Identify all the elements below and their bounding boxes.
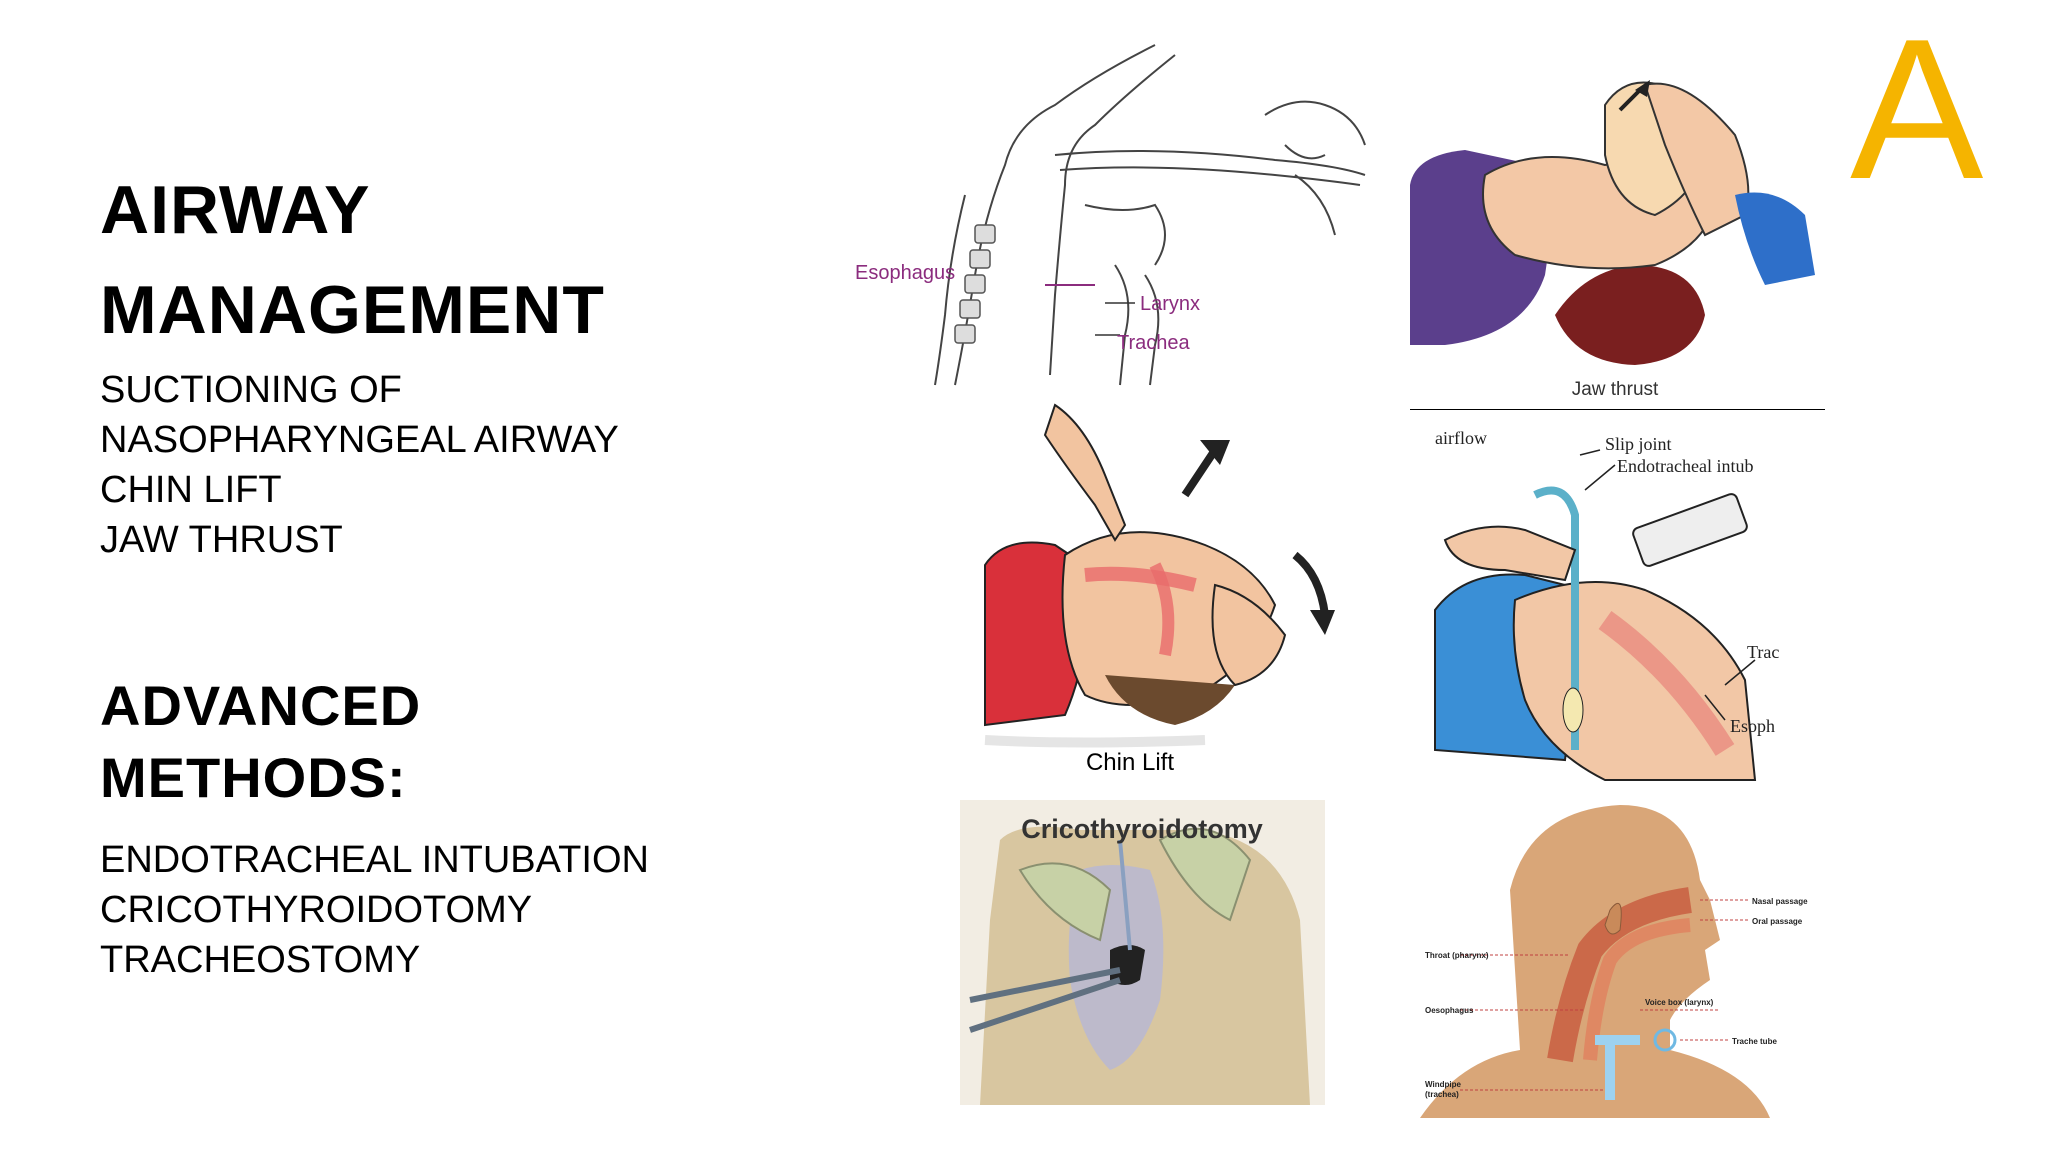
list-item: CRICOTHYROIDOTOMY	[100, 889, 533, 931]
list-item: CHIN LIFT	[100, 469, 282, 511]
label-oral: Oral passage	[1752, 917, 1803, 926]
tracheostomy-drawing: Nasal passage Oral passage Throat (phary…	[1420, 805, 1808, 1118]
list-item: TRACHEOSTOMY	[100, 939, 421, 981]
title-cricothyroidotomy: Cricothyroidotomy	[1021, 814, 1263, 844]
image-chin-lift: Chin Lift	[975, 395, 1335, 785]
heading-airway: AIRWAY	[100, 172, 371, 248]
label-trachea: Trac	[1747, 642, 1779, 662]
heading-advanced: ADVANCED	[100, 674, 422, 737]
list-item: SUCTIONING OF	[100, 369, 402, 411]
label-windpipe: Windpipe	[1425, 1080, 1461, 1089]
intubation-drawing: airflow Slip joint Endotracheal intub Tr…	[1434, 428, 1779, 781]
image-intubation: airflow Slip joint Endotracheal intub Tr…	[1425, 420, 1825, 790]
heading-methods: METHODS:	[100, 746, 407, 809]
jaw-thrust-drawing: Jaw thrust	[1410, 80, 1825, 410]
label-windpipe-trachea: (trachea)	[1425, 1090, 1459, 1099]
advanced-methods-list: ENDOTRACHEAL INTUBATION CRICOTHYROIDOTOM…	[100, 835, 649, 985]
image-jaw-thrust: Jaw thrust	[1405, 15, 1825, 410]
section-badge: A	[1850, 0, 1984, 221]
label-oesophagus: Oesophagus	[1425, 1006, 1474, 1015]
label-throat: Throat (pharynx)	[1425, 951, 1489, 960]
label-endotracheal: Endotracheal intub	[1617, 456, 1753, 476]
label-voice-box: Voice box (larynx)	[1645, 998, 1714, 1007]
chin-lift-drawing: Chin Lift	[984, 403, 1335, 776]
caption-chin-lift: Chin Lift	[1086, 749, 1174, 776]
label-airflow: airflow	[1435, 428, 1487, 448]
list-item: JAW THRUST	[100, 519, 343, 561]
heading-management: MANAGEMENT	[100, 272, 605, 348]
image-suctioning: Esophagus Larynx Trachea	[855, 35, 1375, 395]
list-item: NASOPHARYNGEAL AIRWAY	[100, 419, 619, 461]
label-esophagus: Esoph	[1730, 716, 1775, 736]
label-trache-tube: Trache tube	[1732, 1037, 1777, 1046]
list-item: ENDOTRACHEAL INTUBATION	[100, 839, 649, 881]
label-larynx: Larynx	[1140, 293, 1200, 315]
caption-jaw-thrust: Jaw thrust	[1572, 379, 1659, 400]
cricothyroidotomy-drawing: Cricothyroidotomy	[960, 800, 1325, 1105]
label-esophagus: Esophagus	[855, 262, 955, 284]
image-tracheostomy: Nasal passage Oral passage Throat (phary…	[1420, 800, 1840, 1118]
label-trachea: Trachea	[1117, 332, 1191, 354]
label-nasal: Nasal passage	[1752, 897, 1808, 906]
image-cricothyroidotomy: Cricothyroidotomy	[960, 800, 1325, 1105]
label-slip-joint: Slip joint	[1605, 434, 1672, 454]
suction-drawing: Esophagus Larynx Trachea	[855, 44, 1366, 386]
basic-methods-list: SUCTIONING OF NASOPHARYNGEAL AIRWAY CHIN…	[100, 365, 619, 565]
